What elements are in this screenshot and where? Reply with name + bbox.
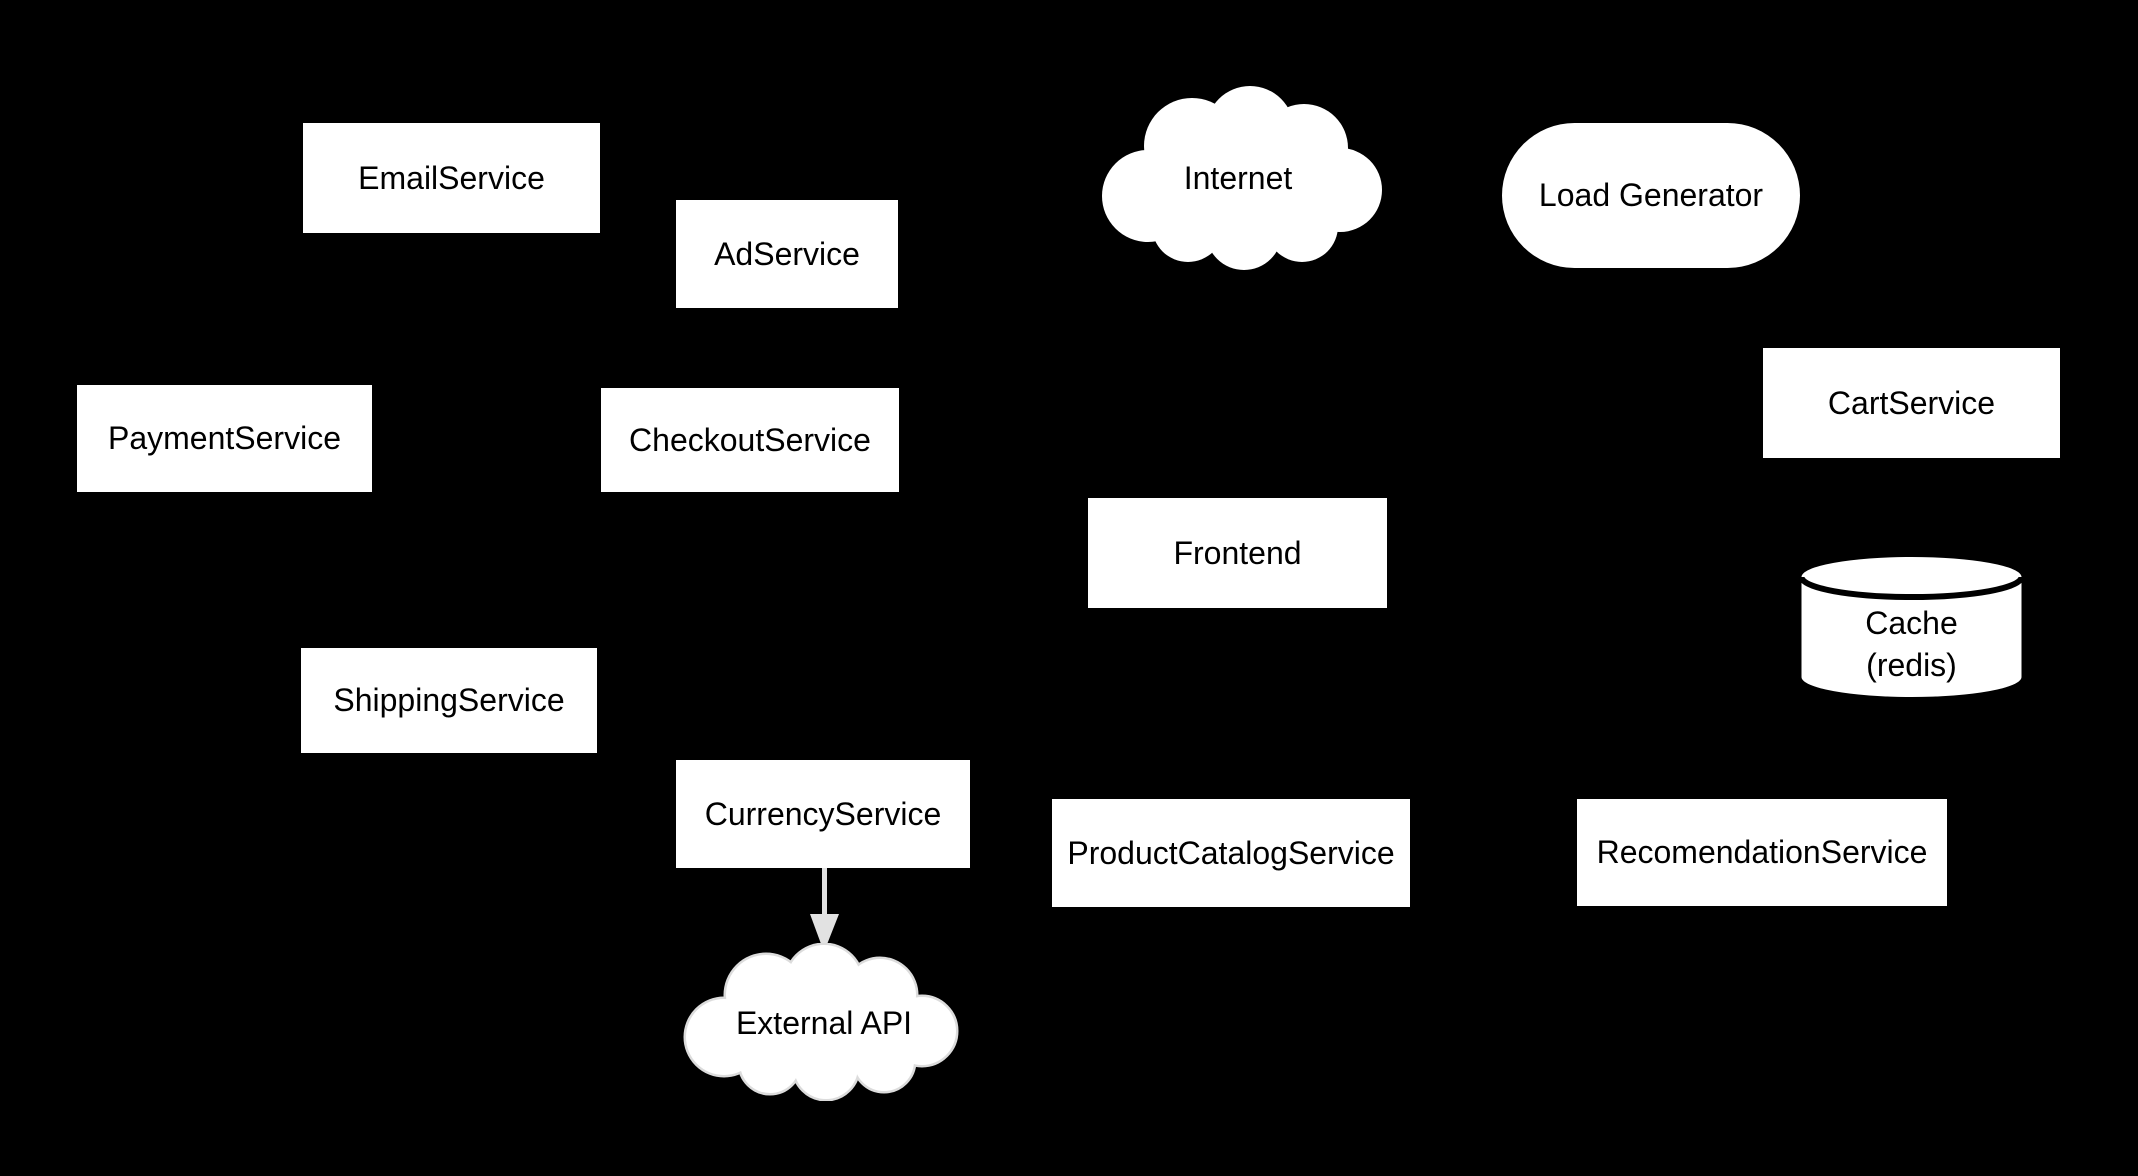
database-cylinder-icon [1800,557,2023,697]
node-recomendationservice: RecomendationService [1577,799,1947,906]
node-productcatalogservice-label: ProductCatalogService [1067,834,1395,871]
node-paymentservice: PaymentService [77,385,372,492]
node-adservice: AdService [676,200,898,308]
node-frontend-label: Frontend [1173,534,1302,571]
node-load-generator: Load Generator [1502,123,1800,268]
edge-currencyservice-to-externalapi-arrow-icon [810,868,839,952]
node-shippingservice: ShippingService [301,648,597,753]
node-currencyservice-label: CurrencyService [704,795,942,832]
node-load-generator-label: Load Generator [1538,177,1764,213]
node-emailservice-label: EmailService [358,159,545,196]
node-adservice-label: AdService [714,235,860,272]
node-currencyservice: CurrencyService [676,760,970,868]
node-checkoutservice: CheckoutService [601,388,899,492]
node-shippingservice-label: ShippingService [333,682,565,718]
node-emailservice: EmailService [303,123,600,233]
node-productcatalogservice: ProductCatalogService [1052,799,1410,907]
node-cartservice: CartService [1763,348,2060,458]
node-cache-redis-label: Cache (redis) [1865,605,1958,683]
node-cache-redis: Cache (redis) [1800,554,2023,700]
internet-cloud-icon [1102,86,1382,270]
node-checkoutservice-label: CheckoutService [629,421,871,458]
node-internet-label: Internet [1183,160,1293,196]
node-recomendationservice-label: RecomendationService [1596,834,1928,870]
node-frontend: Frontend [1088,498,1387,608]
node-external-api: External API [672,943,976,1101]
node-internet: Internet [1088,84,1388,274]
node-paymentservice-label: PaymentService [108,420,341,456]
node-cartservice-label: CartService [1827,384,1996,421]
node-external-api-label: External API [735,1005,913,1041]
